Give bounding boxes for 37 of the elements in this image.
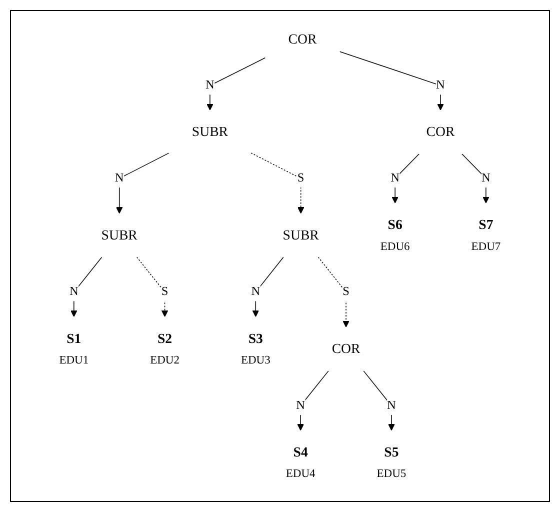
arrow	[206, 57, 266, 110]
arrow	[252, 256, 284, 317]
edge-label: N	[387, 398, 396, 412]
node-text: S6 EDU6	[380, 216, 410, 253]
node-text: S1 EDU1	[59, 330, 89, 367]
arrow	[392, 153, 420, 204]
edge-label: N	[482, 172, 490, 185]
node-text: S5 EDU5	[376, 444, 406, 480]
node-text: COR	[332, 340, 360, 356]
arrow	[136, 256, 168, 317]
node-text: SUBR	[192, 124, 228, 140]
edge-label: S	[161, 285, 168, 298]
edge-label: N	[390, 172, 400, 185]
arrow	[462, 153, 490, 204]
arrow	[339, 51, 444, 110]
arrow	[116, 152, 170, 214]
arrow	[297, 370, 329, 431]
node-text: COR	[288, 30, 317, 46]
node-text: S7 EDU7	[471, 216, 501, 253]
node-text: S4 EDU4	[286, 444, 316, 480]
edge-label: N	[114, 172, 124, 185]
node-text: S3 EDU3	[241, 330, 270, 367]
node-text: S2 EDU2	[150, 330, 180, 367]
node-text: SUBR	[282, 227, 319, 243]
edge-label: S	[342, 285, 350, 298]
edge-label: N	[206, 78, 214, 92]
arrow	[363, 370, 395, 431]
arrow	[318, 256, 350, 328]
edge-label: S	[298, 172, 304, 185]
edge-label: N	[70, 285, 78, 298]
edge-label: N	[436, 78, 446, 92]
node-text: COR	[426, 124, 455, 140]
node-text: SUBR	[101, 227, 138, 243]
arrow	[70, 256, 102, 317]
edge-label: N	[251, 285, 260, 298]
arrow	[250, 152, 304, 214]
edge-label: N	[296, 398, 306, 412]
